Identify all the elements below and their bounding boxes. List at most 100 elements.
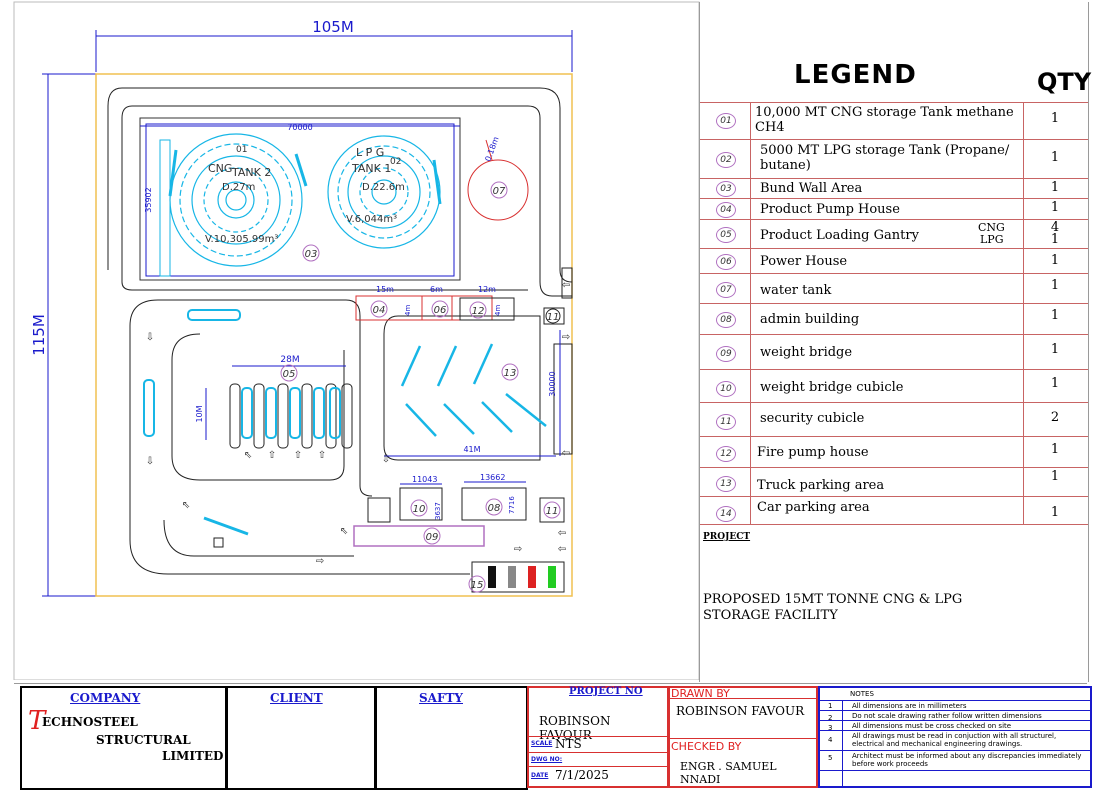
tag-13: 13 <box>504 368 517 379</box>
legend-qty: 1 <box>1050 505 1060 520</box>
legend-sub: CNG <box>978 221 1005 234</box>
legend-row: 08 admin building 1 <box>700 304 1088 335</box>
legend-num: 11 <box>716 414 736 430</box>
tag-06: 06 <box>434 305 447 316</box>
arrow-right-icon: ⇨ <box>514 544 522 555</box>
note-num: 5 <box>828 754 833 762</box>
company-logo-initial: T <box>28 706 46 736</box>
legend-row: 04 Product Pump House 1 <box>700 199 1088 220</box>
arrow-up-icon: ⇧ <box>318 450 326 461</box>
company-line1: ECHNOSTEEL <box>42 715 138 729</box>
legend-num: 06 <box>716 254 736 270</box>
legend-qty: 1 <box>1050 469 1060 484</box>
legend-num: 10 <box>716 381 736 397</box>
legend-num: 01 <box>716 113 736 129</box>
note-num: 3 <box>828 724 833 732</box>
gantry-island <box>171 333 345 481</box>
legend-qty: 1 <box>1050 278 1060 293</box>
arrow-down-icon: ⇩ <box>146 456 154 467</box>
truck-parking-trucks <box>400 343 547 437</box>
tag-03: 03 <box>305 249 318 260</box>
note-text: Architect must be informed about any dis… <box>852 752 1082 768</box>
legend-row: 14 Car parking area 1 <box>700 497 1088 525</box>
legend-num: 09 <box>716 346 736 362</box>
note-num: 1 <box>828 702 833 710</box>
legend-qty: 1 <box>1050 111 1060 126</box>
arrow-nw-icon: ⇖ <box>182 500 190 511</box>
tank1-diameter: D.22.6m <box>362 182 405 193</box>
bund-height-label: 35902 <box>144 187 153 212</box>
legend-row: 06 Power House 1 <box>700 249 1088 274</box>
arrow-up-icon: ⇧ <box>268 450 276 461</box>
road-outer <box>122 87 573 283</box>
tank2-product: CNG <box>208 162 232 175</box>
client-label: CLIENT <box>270 691 323 705</box>
drawn-by-label: DRAWN BY <box>671 687 730 700</box>
tag-10: 10 <box>413 504 426 515</box>
water-tank-dim <box>485 139 493 161</box>
legend-num: 08 <box>716 312 736 328</box>
arrow-left-icon: ⇦ <box>562 448 570 459</box>
arrow-down-icon: ⇩ <box>382 454 390 465</box>
legend-num: 02 <box>716 152 736 168</box>
legend-text: Fire pump house <box>757 445 869 460</box>
bund-wall <box>139 117 461 281</box>
project-no-box: PROJECT NO ROBINSON FAVOUR SCALE NTS DWG… <box>527 686 669 788</box>
dim-30000: 30000 <box>548 371 557 396</box>
company-label: COMPANY <box>70 691 141 705</box>
legend-top-rule <box>700 102 1088 103</box>
legend-qty: 1 <box>1050 442 1060 457</box>
weight-bridge <box>353 525 485 547</box>
dim-7716: 7716 <box>508 496 516 514</box>
pump-house-row <box>355 295 493 321</box>
legend-text: admin building <box>760 312 860 327</box>
cabin <box>367 497 391 523</box>
legend-text: weight bridge cubicle <box>760 380 904 395</box>
dim-12m: 12m <box>478 285 496 294</box>
traffic-arrows: ⇩ ⇩ ⇖ ⇧ ⇧ ⇧ ⇩ ⇨ ⇦ ⇨ ⇦ ⇨ ⇦ ⇦ ⇖ ⇖ <box>146 280 570 567</box>
security-cubicle-bottom <box>539 497 565 523</box>
legend-num: 07 <box>716 282 736 298</box>
site-boundary <box>95 73 573 597</box>
notes-label: NOTES <box>850 690 874 698</box>
drawn-by-value: ROBINSON FAVOUR <box>676 704 805 718</box>
title-block-rule <box>14 683 1087 684</box>
fire-pump-house <box>459 297 515 321</box>
legend-num: 12 <box>716 446 736 462</box>
project-title: PROPOSED 15MT TONNE CNG & LPG STORAGE FA… <box>703 592 963 623</box>
weight-bridge-cubicle <box>399 487 443 521</box>
legend-text: Product Loading Gantry <box>760 228 919 243</box>
gate-post <box>561 267 573 299</box>
tag-08: 08 <box>488 503 501 514</box>
note-num: 2 <box>828 714 833 722</box>
client-box: CLIENT <box>226 686 376 790</box>
note-text: Do not scale drawing rather follow writt… <box>852 712 1042 720</box>
legend-qty: 2 <box>1050 410 1060 425</box>
arrow-right-icon: ⇨ <box>316 556 324 567</box>
road-lower <box>158 299 373 497</box>
security-cubicle-top <box>543 307 565 325</box>
car-grey <box>508 566 516 588</box>
dim-10m: 10M <box>195 405 204 422</box>
legend-row: 12 Fire pump house 1 <box>700 437 1088 468</box>
project-no-value: ROBINSON FAVOUR <box>539 714 611 742</box>
arrow-left-icon: ⇦ <box>558 544 566 555</box>
scale-label: SCALE <box>531 740 553 747</box>
tank2-volume: V.10,305.99m³ <box>205 234 278 245</box>
dim-width-label: 105M <box>312 18 354 36</box>
legend-row: 01 10,000 MT CNG storage Tank methane CH… <box>700 103 1088 140</box>
qty-title: QTY <box>1037 68 1092 96</box>
bund-wall-inner <box>145 123 455 277</box>
security-strip <box>553 343 573 455</box>
car-green <box>548 566 556 588</box>
gantry-bays <box>229 383 353 449</box>
dim-3637: 3637 <box>434 502 442 520</box>
dim-4m-b: 4m <box>494 305 502 316</box>
note-text: All dimensions are in millimeters <box>852 702 967 710</box>
project-no-label: PROJECT NO <box>569 686 643 697</box>
checked-by-value: ENGR . SAMUEL NNADI <box>680 760 777 786</box>
legend-text: Car parking area <box>757 500 870 515</box>
project-label: PROJECT <box>703 532 751 542</box>
car-park <box>471 561 565 593</box>
vehicle <box>203 516 249 536</box>
